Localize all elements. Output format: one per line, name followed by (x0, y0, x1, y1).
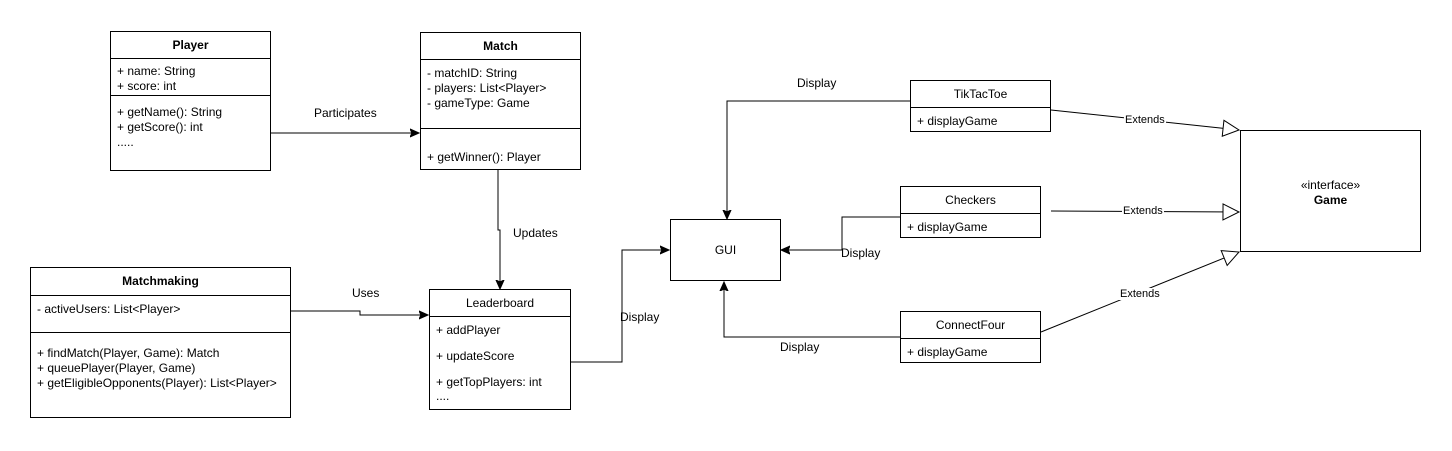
leaderboard-class-box[interactable]: Leaderboard + addPlayer + updateScore + … (429, 289, 571, 410)
matchmaking-method: + queuePlayer(Player, Game) (37, 361, 196, 375)
matchmaking-attributes: - activeUsers: List<Player> (31, 295, 290, 317)
player-class-box[interactable]: Player + name: String + score: int + get… (110, 31, 271, 171)
display-connectfour-label: Display (780, 340, 820, 354)
matchmaking-attribute: - activeUsers: List<Player> (37, 302, 181, 316)
participates-label: Participates (314, 106, 377, 120)
matchmaking-class-box[interactable]: Matchmaking - activeUsers: List<Player> … (30, 267, 291, 418)
tiktactoe-class-box[interactable]: TikTacToe + displayGame (910, 80, 1051, 132)
match-attribute: - players: List<Player> (427, 81, 547, 95)
checkers-member: + displayGame (907, 220, 988, 234)
match-method: + getWinner(): Player (427, 150, 541, 164)
matchmaking-class-title: Matchmaking (122, 274, 199, 288)
tiktactoe-member: + displayGame (917, 114, 998, 128)
leaderboard-class-title: Leaderboard (465, 296, 535, 310)
matchmaking-method: + findMatch(Player, Game): Match (37, 346, 220, 360)
match-attribute: - gameType: Game (427, 96, 530, 110)
display-tiktactoe-label: Display (797, 76, 837, 90)
checkers-class-box[interactable]: Checkers + displayGame (900, 186, 1041, 238)
checkers-members: + displayGame (901, 213, 1040, 235)
matchmaking-method: + getEligibleOpponents(Player): List<Pla… (37, 376, 277, 390)
player-method: + getName(): String (117, 105, 223, 119)
leaderboard-members: + addPlayer + updateScore + getTopPlayer… (430, 316, 570, 403)
match-class-title: Match (483, 39, 518, 53)
matchmaking-methods: + findMatch(Player, Game): Match + queue… (31, 332, 290, 391)
extends-connectfour-label: Extends (1119, 288, 1161, 300)
extends-checkers-label: Extends (1122, 205, 1164, 217)
player-attributes: + name: String + score: int (111, 58, 270, 100)
leaderboard-member: + updateScore (436, 349, 515, 363)
game-interface-title: Game (1313, 193, 1348, 207)
uses-label: Uses (352, 286, 380, 300)
match-methods: + getWinner(): Player (421, 128, 580, 165)
game-stereotype: «interface» (1300, 178, 1361, 192)
gui-class-title: GUI (714, 243, 737, 257)
connectfour-class-box[interactable]: ConnectFour + displayGame (900, 311, 1041, 363)
match-class-box[interactable]: Match - matchID: String - players: List<… (420, 32, 581, 170)
leaderboard-member: + getTopPlayers: int (436, 375, 542, 389)
extends-tiktactoe-label: Extends (1124, 114, 1166, 126)
player-class-title: Player (172, 38, 209, 52)
game-interface-box[interactable]: «interface» Game (1240, 130, 1421, 252)
tiktactoe-class-title: TikTacToe (953, 87, 1008, 101)
connectfour-class-title: ConnectFour (935, 318, 1006, 332)
updates-connector (498, 170, 500, 289)
gui-class-box[interactable]: GUI (670, 219, 781, 281)
player-method: + getScore(): int (117, 120, 203, 134)
leaderboard-member: .... (436, 389, 450, 403)
player-attribute: + name: String (117, 64, 196, 78)
display-leaderboard-label: Display (620, 310, 660, 324)
uses-connector (291, 311, 428, 315)
updates-label: Updates (513, 226, 558, 240)
connectfour-member: + displayGame (907, 345, 988, 359)
leaderboard-member: + addPlayer (436, 323, 501, 337)
player-attribute: + score: int (117, 79, 177, 93)
display-connectfour-connector (724, 282, 900, 338)
match-attributes: - matchID: String - players: List<Player… (421, 59, 580, 111)
display-leaderboard-connector (571, 250, 669, 363)
tiktactoe-members: + displayGame (911, 107, 1050, 129)
display-checkers-label: Display (841, 246, 881, 260)
player-method: ..... (117, 135, 134, 149)
display-checkers-connector (781, 216, 900, 250)
player-methods: + getName(): String + getScore(): int ..… (111, 95, 270, 150)
connectfour-members: + displayGame (901, 338, 1040, 360)
checkers-class-title: Checkers (945, 193, 996, 207)
match-attribute: - matchID: String (427, 66, 518, 80)
display-tiktactoe-connector (727, 100, 910, 219)
